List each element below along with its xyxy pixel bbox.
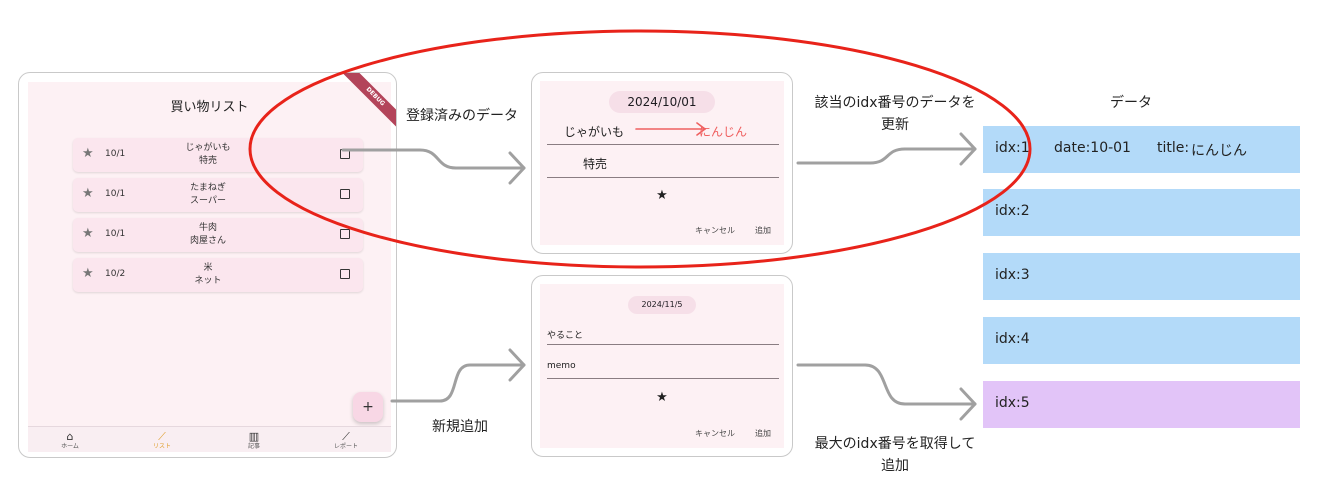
data-row-idx: idx:4	[995, 331, 1030, 347]
edit-dialog: 2024/10/01 じゃがいも にんじん 特売 ★ キャンセル 追加	[531, 72, 793, 254]
rename-arrow-head	[696, 122, 707, 136]
star-icon[interactable]: ★	[82, 266, 94, 281]
item-title: 牛肉	[198, 223, 217, 233]
data-row-idx: idx:5	[995, 395, 1030, 411]
label-update-line2: 更新	[881, 117, 909, 133]
list-item[interactable]: ★ 10/2 米 ネット	[73, 258, 363, 292]
item-checkbox[interactable]	[340, 189, 350, 199]
data-row: idx:4	[983, 317, 1300, 364]
home-icon: ⌂	[66, 430, 74, 443]
nav-home-label: ホーム	[61, 443, 79, 450]
edit-dialog-body: 2024/10/01 じゃがいも にんじん 特売 ★ キャンセル 追加	[540, 81, 784, 245]
data-row-new: idx:5	[983, 381, 1300, 428]
title-field-underline	[547, 344, 779, 345]
item-date: 10/1	[105, 189, 126, 199]
arrow-registered	[341, 148, 526, 170]
star-icon[interactable]: ★	[82, 186, 94, 201]
data-row-idx: idx:3	[995, 267, 1030, 283]
data-row-title-value: にんじん	[1191, 143, 1247, 159]
shopping-list-app: 買い物リスト DEBUG ★ 10/1 じゃがいも 特売 ★ 10/1 たまねぎ…	[18, 72, 397, 458]
label-update-line1: 該当のidx番号のデータを	[814, 95, 976, 111]
item-date: 10/1	[105, 229, 126, 239]
label-registered: 登録済みのデータ	[406, 108, 518, 124]
data-row-idx: idx:2	[995, 203, 1030, 219]
arrow-append-head	[959, 387, 977, 421]
nav-book[interactable]: ▥ 記事	[234, 431, 274, 451]
list-item[interactable]: ★ 10/1 じゃがいも 特売	[73, 138, 363, 172]
item-title: たまねぎ	[190, 183, 226, 193]
data-panel-title: データ	[1110, 95, 1152, 111]
nav-chart[interactable]: ⟋ レポート	[326, 431, 366, 451]
date-picker-button[interactable]: 2024/11/5	[628, 296, 696, 314]
item-memo: 肉屋さん	[189, 236, 226, 246]
data-row: idx:3	[983, 253, 1300, 300]
chart-icon: ⟋	[342, 430, 350, 443]
arrow-new	[390, 363, 526, 403]
item-title: 米	[203, 263, 213, 273]
item-date: 10/1	[105, 149, 126, 159]
nav-list[interactable]: ⟋ リスト	[142, 431, 182, 451]
add-item-button[interactable]: +	[353, 392, 383, 422]
app-title: 買い物リスト	[170, 100, 249, 115]
list-item[interactable]: ★ 10/1 牛肉 肉屋さん	[73, 218, 363, 252]
label-max: 最大のidx番号を取得して 追加	[795, 433, 995, 477]
star-icon[interactable]: ★	[656, 390, 668, 405]
arrow-new-head	[508, 348, 526, 382]
date-picker-button[interactable]: 2024/10/01	[609, 91, 715, 113]
item-name: たまねぎ スーパー	[163, 182, 253, 208]
cancel-button[interactable]: キャンセル	[695, 226, 735, 235]
arrow-registered-head	[508, 151, 526, 185]
item-name: 米 ネット	[163, 262, 253, 288]
item-checkbox[interactable]	[340, 229, 350, 239]
star-icon[interactable]: ★	[82, 146, 94, 161]
star-icon[interactable]: ★	[82, 226, 94, 241]
nav-home[interactable]: ⌂ ホーム	[50, 431, 90, 451]
data-row-title-label: title:	[1157, 140, 1190, 156]
item-title: じゃがいも	[185, 143, 231, 153]
memo-field-underline	[547, 378, 779, 379]
new-dialog-body: 2024/11/5 やること memo ★ キャンセル 追加	[540, 284, 784, 448]
book-icon: ▥	[248, 430, 260, 443]
nav-book-label: 記事	[247, 443, 260, 450]
arrow-update	[796, 147, 977, 165]
label-max-line1: 最大のidx番号を取得して	[814, 436, 976, 452]
memo-field[interactable]: 特売	[583, 157, 608, 171]
label-max-line2: 追加	[881, 458, 909, 474]
new-title: にんじん	[699, 125, 748, 139]
highlight-ellipse	[248, 29, 1032, 269]
title-input[interactable]: やること	[547, 331, 584, 341]
data-row: idx:2	[983, 189, 1300, 236]
memo-input[interactable]: memo	[547, 361, 576, 371]
item-name: 牛肉 肉屋さん	[163, 222, 253, 248]
label-new-add: 新規追加	[432, 419, 488, 435]
app-screen: 買い物リスト DEBUG ★ 10/1 じゃがいも 特売 ★ 10/1 たまねぎ…	[28, 73, 396, 452]
arrow-update-head	[959, 132, 977, 166]
list-item[interactable]: ★ 10/1 たまねぎ スーパー	[73, 178, 363, 212]
data-row-idx: idx:1	[995, 140, 1030, 156]
label-update: 該当のidx番号のデータを 更新	[795, 92, 995, 136]
arrow-append	[796, 363, 977, 406]
item-memo: 特売	[198, 156, 217, 166]
data-row-date: date:10-01	[1054, 140, 1131, 156]
old-title: じゃがいも	[564, 125, 625, 139]
item-memo: ネット	[194, 276, 222, 286]
list-icon: ⟋	[158, 430, 166, 443]
cancel-button[interactable]: キャンセル	[695, 429, 735, 438]
add-button[interactable]: 追加	[755, 226, 771, 235]
add-button[interactable]: 追加	[755, 429, 771, 438]
nav-list-label: リスト	[152, 443, 171, 450]
item-date: 10/2	[105, 269, 126, 279]
item-name: じゃがいも 特売	[163, 142, 253, 168]
item-memo: スーパー	[190, 196, 226, 206]
memo-field-underline	[547, 177, 779, 178]
item-checkbox[interactable]	[340, 269, 350, 279]
nav-chart-label: レポート	[333, 443, 358, 450]
title-field-underline	[547, 144, 779, 145]
new-dialog: 2024/11/5 やること memo ★ キャンセル 追加	[531, 275, 793, 457]
star-icon[interactable]: ★	[656, 188, 668, 203]
bottom-nav: ⌂ ホーム ⟋ リスト ▥ 記事 ⟋ レポート	[28, 426, 391, 452]
data-row: idx:1 date:10-01 title: にんじん	[983, 126, 1300, 173]
